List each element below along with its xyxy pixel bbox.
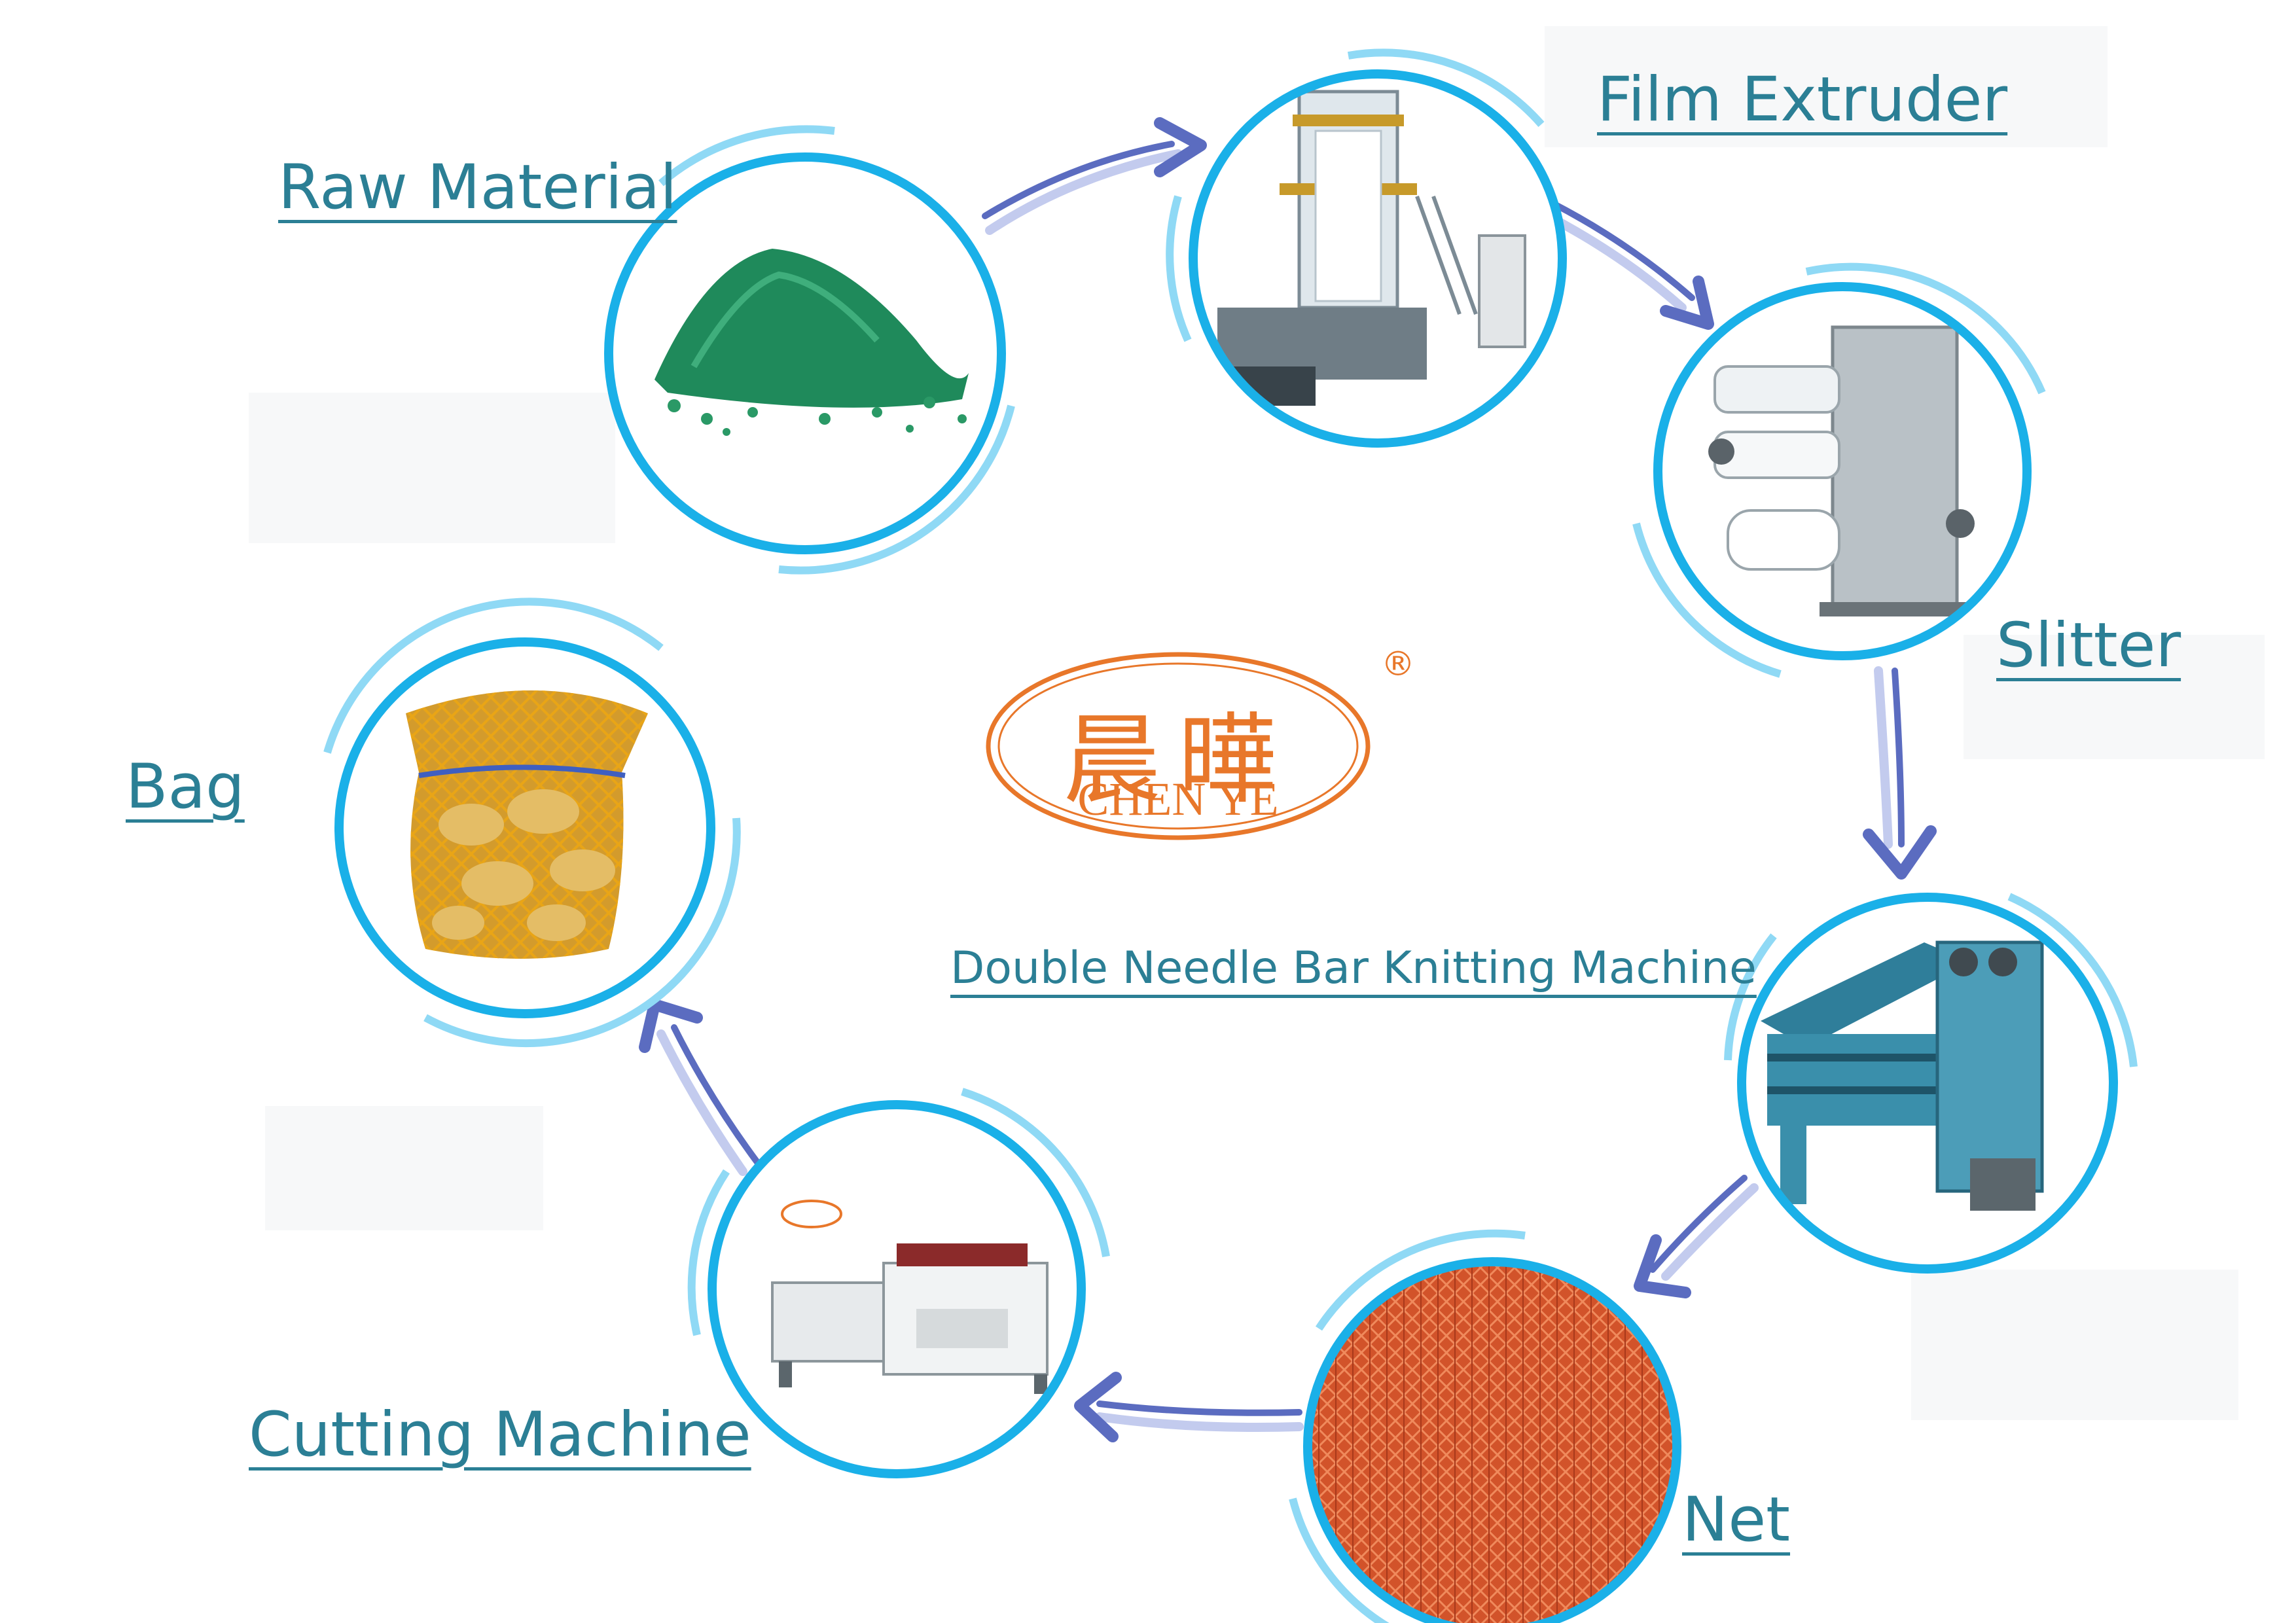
arrow-extruder-to-slitter (1543, 211, 1687, 312)
film-blowing-extruder-tower-icon (1193, 74, 1562, 443)
arrowhead (1863, 825, 1937, 880)
arrowhead (1660, 276, 1714, 330)
stage-net (1289, 1229, 1681, 1623)
arrowhead (1154, 117, 1207, 177)
stage-ring (1653, 282, 2032, 660)
bag-cutting-sealing-machine-icon (712, 1105, 1081, 1474)
background-patch (249, 393, 615, 543)
label-bag: Bag (126, 751, 245, 823)
stage-ring (604, 152, 1006, 554)
stage-ring (1189, 69, 1567, 448)
orange-mesh-net-fabric-icon (1308, 1262, 1677, 1623)
background-patch (1545, 26, 2108, 147)
label-film-extruder: Film Extruder (1597, 64, 2008, 135)
film-slitting-machine-icon (1658, 287, 2027, 656)
raschel-knitting-machine-icon (1742, 897, 2113, 1269)
label-slitter: Slitter (1996, 610, 2181, 681)
stage-ring (1737, 893, 2118, 1274)
label-knitting-machine: Double Needle Bar Knitting Machine (950, 942, 1757, 994)
arrowhead (1074, 1372, 1122, 1442)
label-raw-material: Raw Material (278, 152, 677, 223)
arrowhead (639, 999, 703, 1053)
registered-mark: ® (1381, 645, 1415, 684)
potato-mesh-bag-icon (339, 642, 711, 1014)
logo-chinese-text: 晨曄 (1062, 704, 1293, 817)
flow-arrows (639, 117, 1937, 1442)
stage-ring (334, 637, 715, 1018)
stage-ring (708, 1100, 1086, 1478)
arrow-cutting-to-bag (656, 1029, 747, 1176)
green-plastic-granules-pile-icon (609, 157, 1001, 550)
label-net: Net (1682, 1484, 1791, 1556)
arrow-slitter-to-knitting (1874, 666, 1893, 849)
stage-ring (1303, 1257, 1681, 1623)
arrow-knitting-to-net (1661, 1183, 1759, 1281)
label-cutting-machine: Cutting Machine (249, 1399, 751, 1471)
stage-raw-material (604, 125, 1015, 575)
arrowhead (1634, 1234, 1691, 1298)
background-patch (1964, 635, 2265, 759)
stage-knitting-machine (1724, 893, 2138, 1274)
stage-bag (323, 597, 741, 1048)
background-patch (265, 1106, 543, 1230)
stage-slitter (1632, 262, 2046, 678)
chen-ye-logo (986, 652, 1371, 840)
stage-film-extruder (1166, 48, 1567, 448)
background-patch (1911, 1270, 2238, 1420)
arrow-raw-to-extruder (985, 149, 1183, 235)
arrow-net-to-cutting (1095, 1412, 1304, 1432)
ring-accent (658, 125, 835, 187)
logo-english-text: CHEN YE (1077, 773, 1279, 825)
stage-cutting-machine (687, 1088, 1110, 1478)
